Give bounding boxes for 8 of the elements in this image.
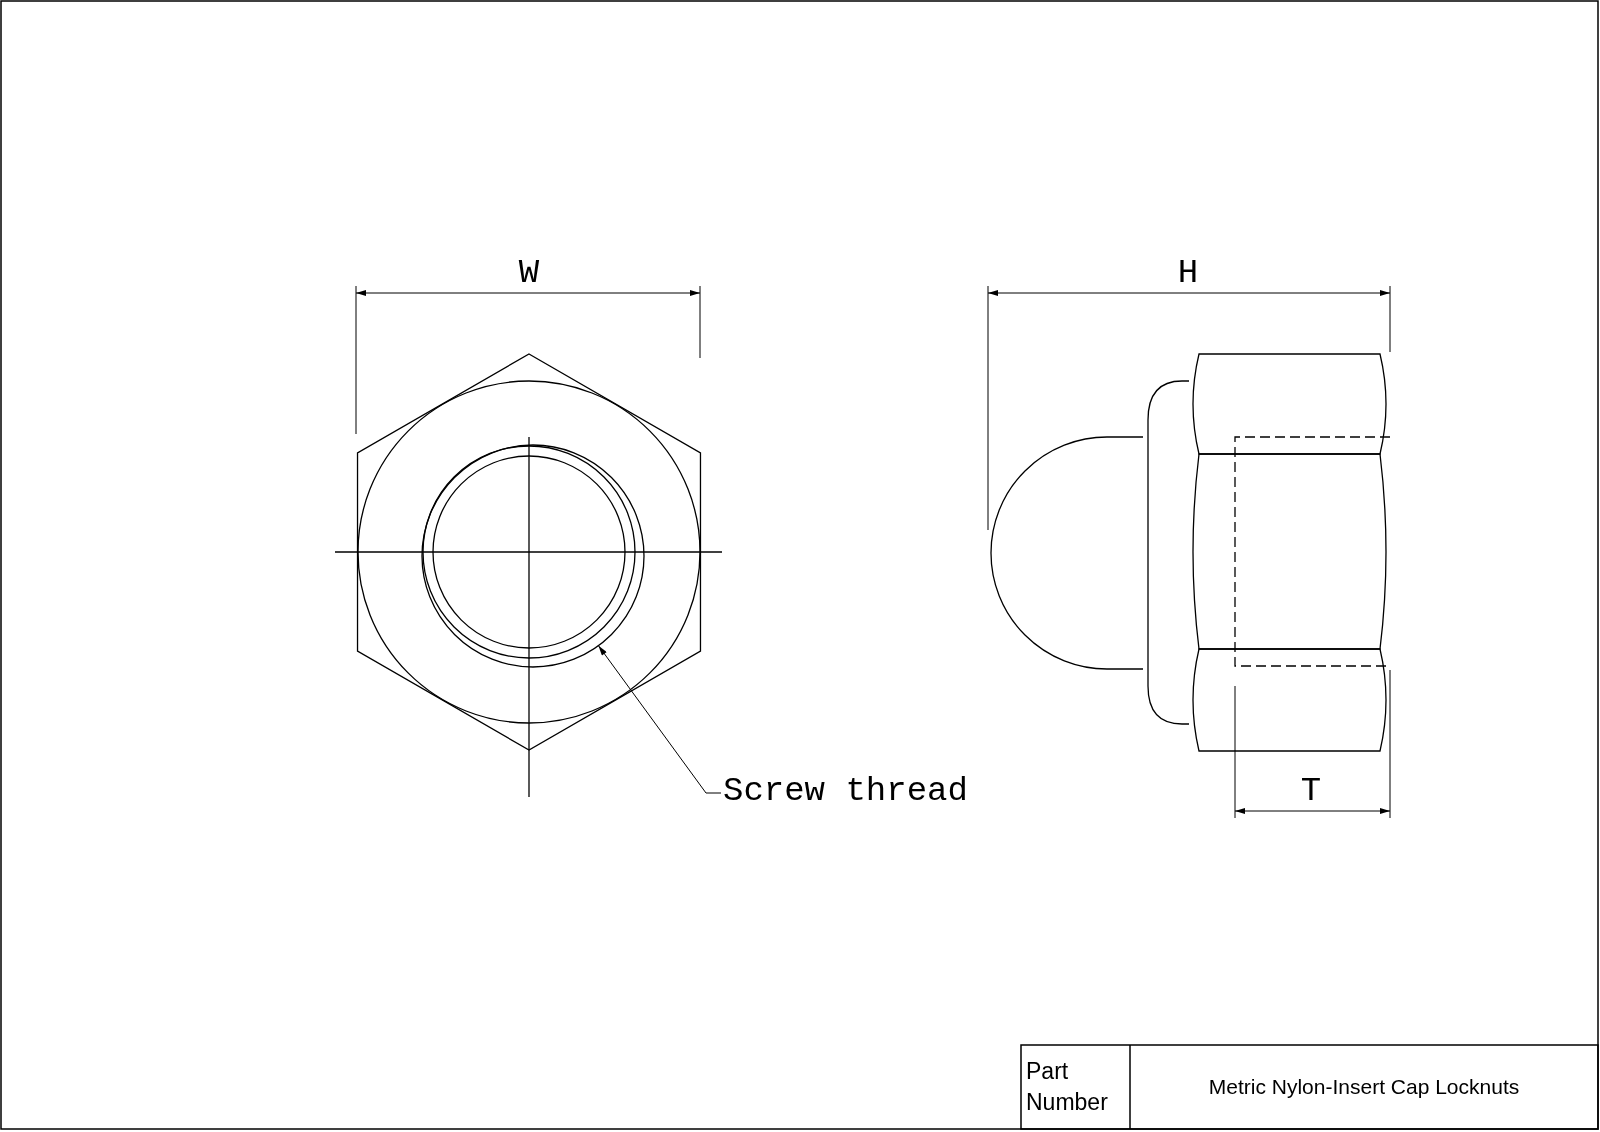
table-cell-text: Metric Nylon-Insert Cap Locknuts [1208,1075,1520,1099]
callout-text: Screw thread [723,771,968,811]
dimension-label: H [1177,254,1199,292]
dimension-label: T [1300,772,1322,810]
screw-thread-circle [421,444,645,668]
table-cell-text: Part Number [1026,1056,1109,1117]
dimension-label: W [518,254,540,292]
leader-line [597,645,722,794]
